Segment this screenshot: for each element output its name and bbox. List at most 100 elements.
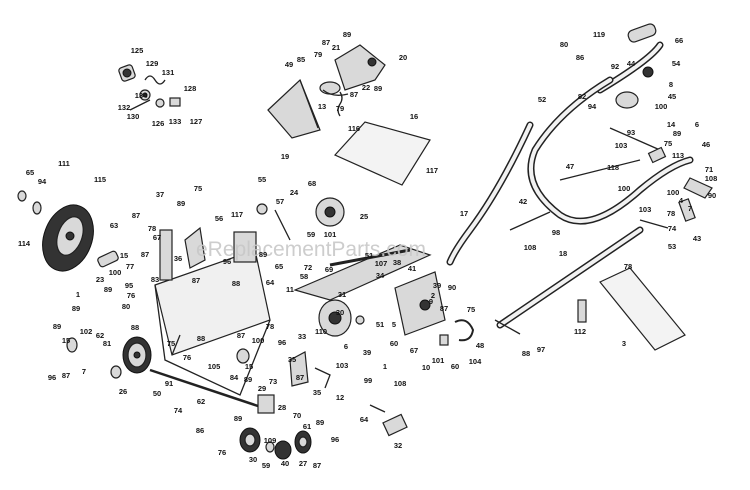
watermark-text: eReplacementParts.com xyxy=(196,238,426,261)
part-label-50: 50 xyxy=(153,389,161,398)
part-label-103: 103 xyxy=(639,205,652,214)
part-label-130: 130 xyxy=(127,112,140,121)
part-label-70: 70 xyxy=(293,411,301,420)
part-label-90: 90 xyxy=(448,283,456,292)
part-label-58: 58 xyxy=(300,272,308,281)
part-label-60: 60 xyxy=(451,362,459,371)
part-label-15: 15 xyxy=(62,336,70,345)
part-label-28: 28 xyxy=(278,403,286,412)
part-label-40: 40 xyxy=(281,459,289,468)
part-label-54: 54 xyxy=(672,59,681,68)
part-label-3: 3 xyxy=(622,339,626,348)
part-label-14: 14 xyxy=(667,120,676,129)
part-label-7: 7 xyxy=(688,204,692,213)
part-label-61: 61 xyxy=(303,422,311,431)
part-label-94: 94 xyxy=(38,177,47,186)
part-label-108: 108 xyxy=(705,174,718,183)
part-label-103: 103 xyxy=(615,141,628,150)
auger-drive-housing xyxy=(267,44,386,139)
part-label-15: 15 xyxy=(120,251,128,260)
shield-plate xyxy=(333,121,431,186)
part-label-129: 129 xyxy=(146,59,159,68)
part-label-101: 101 xyxy=(324,230,337,239)
part-label-78: 78 xyxy=(624,262,632,271)
part-label-60: 60 xyxy=(390,339,398,348)
part-label-83: 83 xyxy=(151,275,159,284)
part-label-89: 89 xyxy=(244,375,252,384)
part-label-87: 87 xyxy=(350,90,358,99)
part-label-126: 126 xyxy=(152,119,165,128)
part-label-59: 59 xyxy=(262,461,270,470)
part-label-102: 102 xyxy=(80,327,93,336)
part-label-89: 89 xyxy=(259,250,267,259)
part-label-88: 88 xyxy=(197,334,205,343)
part-label-36: 36 xyxy=(174,254,182,263)
part-label-32: 32 xyxy=(394,441,402,450)
part-label-18: 18 xyxy=(559,249,567,258)
part-label-89: 89 xyxy=(343,30,351,39)
part-label-89: 89 xyxy=(673,129,681,138)
part-label-100: 100 xyxy=(109,268,122,277)
part-label-134: 134 xyxy=(135,91,148,100)
part-label-65: 65 xyxy=(26,168,34,177)
part-label-96: 96 xyxy=(331,435,339,444)
part-label-47: 47 xyxy=(566,162,574,171)
part-label-63: 63 xyxy=(110,221,118,230)
part-label-29: 29 xyxy=(258,384,266,393)
part-label-53: 53 xyxy=(668,242,676,251)
part-label-78: 78 xyxy=(667,209,675,218)
part-label-115: 115 xyxy=(94,175,106,184)
part-label-88: 88 xyxy=(131,323,139,332)
part-label-109: 109 xyxy=(264,436,277,445)
part-label-127: 127 xyxy=(190,117,203,126)
part-label-87: 87 xyxy=(322,38,330,47)
part-label-113: 113 xyxy=(672,151,684,160)
part-label-15: 15 xyxy=(245,362,253,371)
part-label-57: 57 xyxy=(276,197,284,206)
part-label-65: 65 xyxy=(275,262,283,271)
part-label-89: 89 xyxy=(177,199,185,208)
part-label-35: 35 xyxy=(288,355,296,364)
part-label-38: 38 xyxy=(393,258,401,267)
part-label-114: 114 xyxy=(18,239,31,248)
part-label-22: 22 xyxy=(362,83,370,92)
part-label-71: 71 xyxy=(705,165,713,174)
part-label-87: 87 xyxy=(62,371,70,380)
part-label-64: 64 xyxy=(360,415,369,424)
part-label-95: 95 xyxy=(125,281,133,290)
part-label-17: 17 xyxy=(460,209,468,218)
part-label-43: 43 xyxy=(693,234,701,243)
part-label-4: 4 xyxy=(679,196,684,205)
part-label-89: 89 xyxy=(104,285,112,294)
part-label-75: 75 xyxy=(467,305,475,314)
part-label-20: 20 xyxy=(399,53,407,62)
part-label-42: 42 xyxy=(519,197,527,206)
part-label-7: 7 xyxy=(82,367,86,376)
part-label-59: 59 xyxy=(307,230,315,239)
part-label-76: 76 xyxy=(183,353,191,362)
part-label-87: 87 xyxy=(237,331,245,340)
part-label-62: 62 xyxy=(96,331,104,340)
part-label-1: 1 xyxy=(76,290,80,299)
part-label-104: 104 xyxy=(469,357,482,366)
part-label-80: 80 xyxy=(122,302,130,311)
part-label-41: 41 xyxy=(408,264,416,273)
part-label-131: 131 xyxy=(162,68,175,77)
part-label-31: 31 xyxy=(338,290,346,299)
lower-handle-bar xyxy=(494,211,686,351)
rotor-assembly xyxy=(256,197,475,346)
part-label-101: 101 xyxy=(432,356,445,365)
part-label-89: 89 xyxy=(72,304,80,313)
part-label-9: 9 xyxy=(429,297,433,306)
part-label-56: 56 xyxy=(215,214,223,223)
part-label-24: 24 xyxy=(290,188,299,197)
part-label-89: 89 xyxy=(234,414,242,423)
part-label-100: 100 xyxy=(252,336,265,345)
part-label-81: 81 xyxy=(103,339,111,348)
part-label-132: 132 xyxy=(118,103,131,112)
part-label-79: 79 xyxy=(336,104,344,113)
part-label-75: 75 xyxy=(167,339,175,348)
